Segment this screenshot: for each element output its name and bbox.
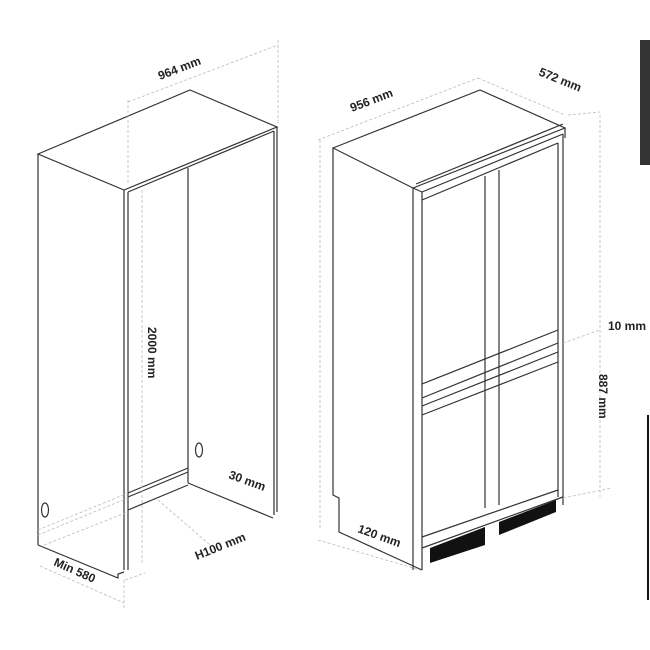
appliance-width-label: 956 mm — [348, 86, 395, 115]
niche-gap-label: 30 mm — [227, 468, 268, 494]
cable-hole-right — [194, 442, 204, 458]
niche-cabinet — [36, 40, 279, 610]
appliance-plinth-label: 120 mm — [356, 522, 403, 550]
appliance-gap-label: 10 mm — [608, 319, 646, 333]
cable-hole-left — [40, 502, 50, 518]
refrigerator — [317, 77, 613, 571]
edge-bar-top — [640, 40, 650, 165]
niche-height-label: 2000 mm — [145, 327, 159, 378]
niche-width-label: 964 mm — [156, 54, 203, 83]
appliance-height-label: 887 mm — [596, 374, 610, 419]
appliance-depth-label: 572 mm — [537, 65, 584, 95]
vent-grille-left — [430, 527, 485, 563]
vent-grille-right — [499, 500, 556, 535]
niche-plinth-label: H100 mm — [193, 530, 248, 563]
